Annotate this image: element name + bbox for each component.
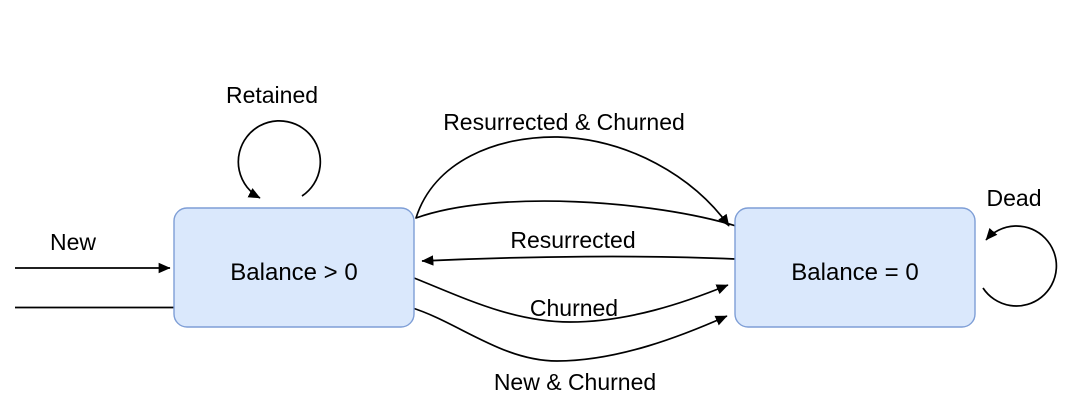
- edge-resurrected: [421, 255, 736, 266]
- state-node-balance-positive: [173, 207, 415, 328]
- edge-dead-self-loop: [982, 225, 1058, 307]
- edge-label-dead: Dead: [987, 185, 1042, 211]
- state-label-balance-positive: Balance > 0: [230, 259, 357, 286]
- edge-resurrected-churned-loop: [415, 136, 737, 227]
- edge-label-new: New: [50, 229, 96, 255]
- edge-label-churned: Churned: [530, 295, 618, 321]
- edge-label-retained: Retained: [226, 82, 318, 108]
- edge-label-new-churned: New & Churned: [494, 369, 656, 395]
- edge-retained-self-loop: [237, 119, 322, 199]
- edge-churned: [413, 277, 729, 323]
- state-label-balance-zero: Balance = 0: [791, 259, 918, 286]
- edge-new-churned: [15, 306, 728, 362]
- edge-label-resurrected-churned: Resurrected & Churned: [443, 109, 685, 135]
- state-node-balance-zero: [734, 207, 976, 328]
- edge-label-resurrected: Resurrected: [510, 227, 635, 253]
